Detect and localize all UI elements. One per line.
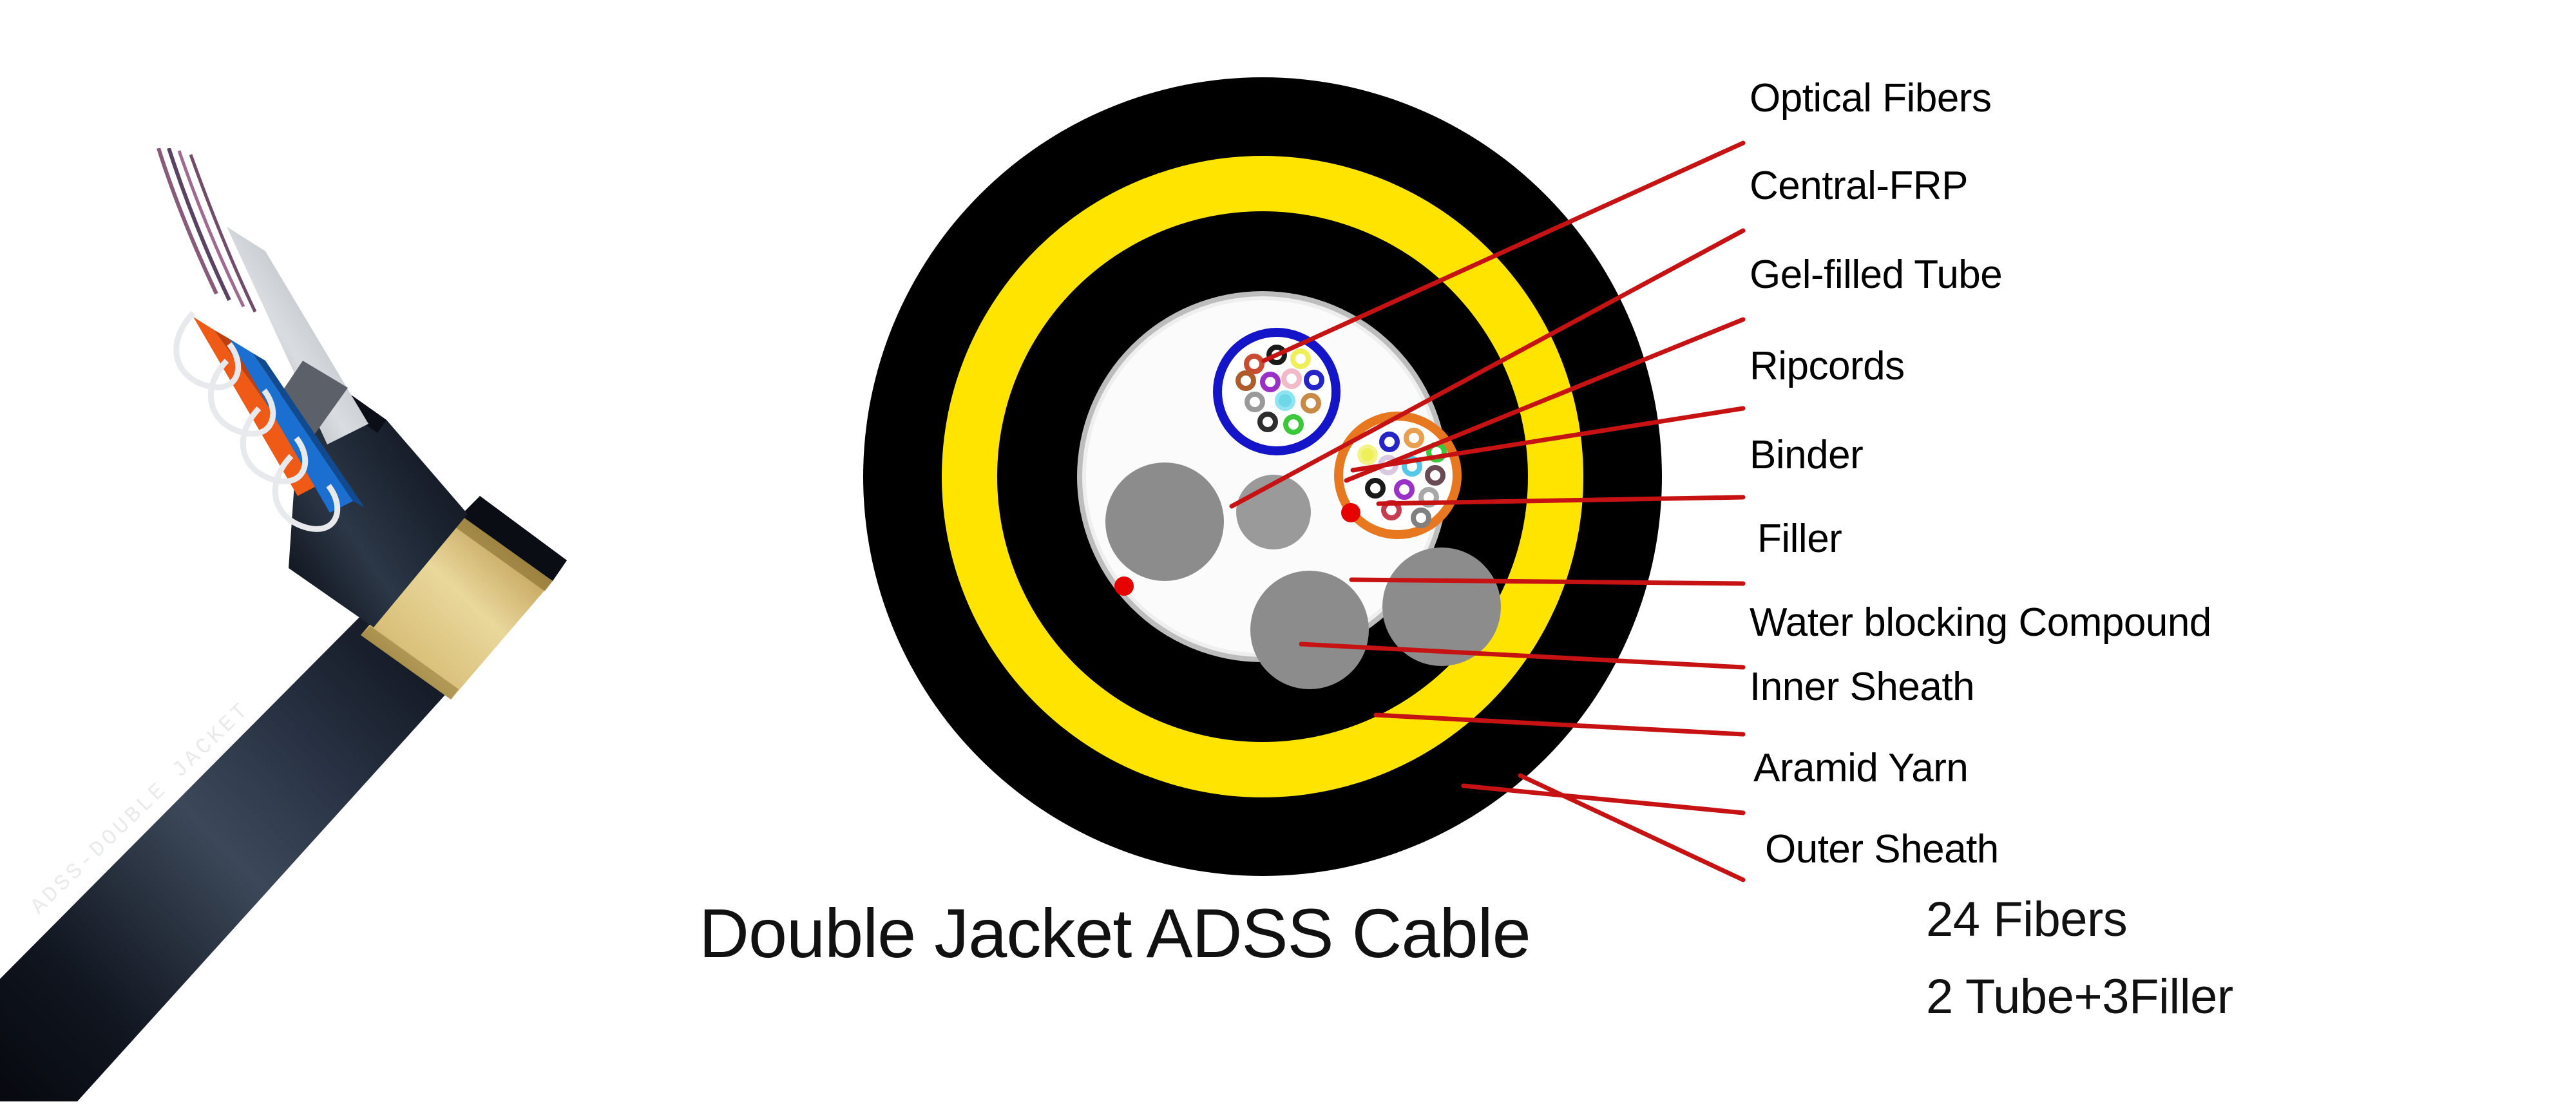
photo-loose-tube-blue bbox=[229, 339, 365, 513]
ripcord-1 bbox=[1341, 503, 1360, 522]
cable-photo-svg: ADSS-DOUBLE JACKET bbox=[0, 148, 567, 1101]
cable-cross-section bbox=[863, 77, 1662, 876]
leader-filler bbox=[1349, 577, 1746, 586]
callout-label-central-frp: Central-FRP bbox=[1750, 164, 1969, 208]
leader-inner-sheath bbox=[1373, 712, 1746, 737]
filler-1 bbox=[1105, 462, 1224, 581]
leader-water-blocking bbox=[1299, 642, 1746, 670]
optical-fibers-blue-tube bbox=[1236, 345, 1324, 435]
photo-aramid-yarn bbox=[361, 517, 553, 700]
callout-label-optical-fibers: Optical Fibers bbox=[1750, 76, 1992, 120]
callout-label-filler: Filler bbox=[1757, 517, 1842, 561]
leader-aramid-yarn bbox=[1461, 783, 1746, 815]
leader-central-frp bbox=[1229, 228, 1746, 509]
callout-label-binder: Binder bbox=[1750, 433, 1864, 477]
callout-label-aramid-yarn: Aramid Yarn bbox=[1753, 746, 1969, 790]
filler-3 bbox=[1382, 547, 1501, 666]
leader-ripcords bbox=[1350, 406, 1746, 473]
spec-fiber-count: 24 Fibers bbox=[1926, 892, 2128, 947]
leader-binder bbox=[1376, 495, 1746, 506]
leader-outer-sheath bbox=[1518, 773, 1746, 882]
spec-tube-filler-count: 2 Tube+3Filler bbox=[1926, 969, 2233, 1024]
photo-core-elements bbox=[157, 148, 368, 532]
filler-2 bbox=[1250, 571, 1369, 689]
photo-ripcords bbox=[173, 310, 341, 532]
leader-optical-fibers bbox=[1261, 140, 1746, 363]
ripcord-2 bbox=[1114, 576, 1134, 596]
callout-label-ripcords: Ripcords bbox=[1750, 344, 1905, 388]
gel-filled-tube-blue bbox=[1213, 328, 1340, 455]
callout-label-outer-sheath: Outer Sheath bbox=[1765, 827, 1999, 871]
callout-label-water-blocking-compound: Water blocking Compound bbox=[1750, 600, 2211, 645]
cable-photograph: ADSS-DOUBLE JACKET bbox=[0, 148, 850, 1101]
page-title: Double Jacket ADSS Cable bbox=[699, 894, 1531, 972]
leader-gel-filled-tube bbox=[1344, 317, 1746, 483]
callout-label-inner-sheath: Inner Sheath bbox=[1750, 665, 1975, 709]
callout-label-gel-filled-tube: Gel-filled Tube bbox=[1750, 252, 2003, 297]
photo-fiber-strands bbox=[157, 148, 257, 313]
